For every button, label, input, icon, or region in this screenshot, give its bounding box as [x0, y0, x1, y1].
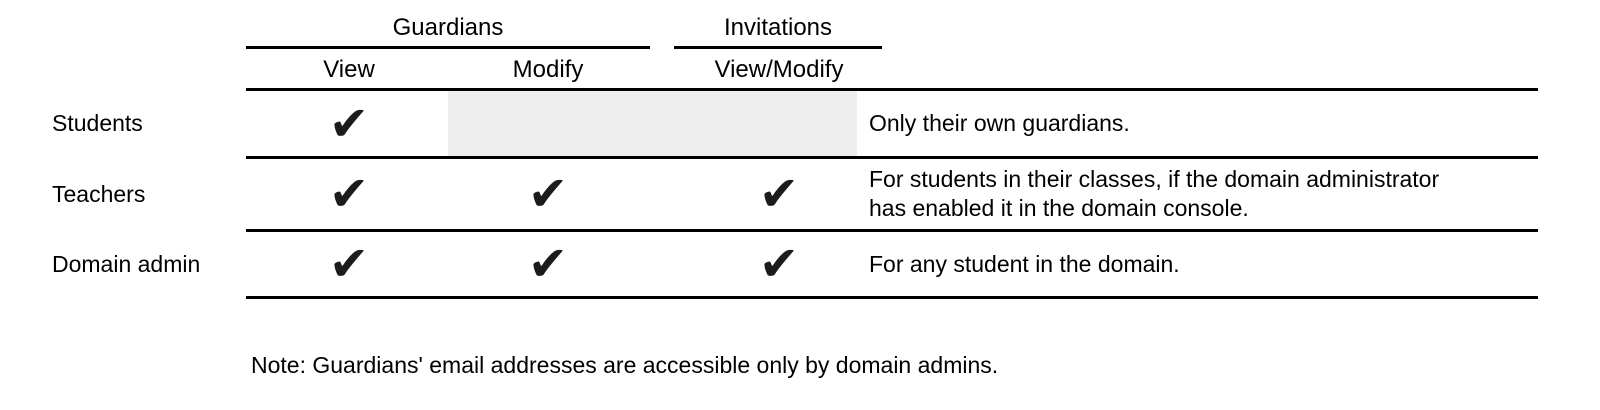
heavy-check-mark-icon: ✔	[527, 166, 569, 222]
header-bottom-rule	[246, 88, 1538, 91]
heavy-check-mark-icon: ✔	[328, 166, 370, 222]
row-label-teachers: Teachers	[52, 180, 146, 207]
note-domain-admin: For any student in the domain.	[869, 232, 1549, 296]
column-header-view-modify: View/Modify	[714, 56, 844, 83]
note-line: has enabled it in the domain console.	[869, 195, 1249, 221]
note-line: Only their own guardians.	[869, 110, 1130, 136]
column-header-view: View	[323, 56, 375, 83]
note-line: For any student in the domain.	[869, 250, 1180, 277]
note-line: For students in their classes, if the do…	[869, 166, 1440, 192]
column-group-guardians: Guardians	[392, 14, 504, 41]
heavy-check-mark-icon: ✔	[758, 166, 800, 222]
guardians-underline	[246, 46, 650, 49]
heavy-check-mark-icon: ✔	[527, 236, 569, 292]
note-teachers: For students in their classes, if the do…	[869, 159, 1549, 229]
invitations-underline	[674, 46, 882, 49]
footnote: Note: Guardians' email addresses are acc…	[251, 352, 999, 378]
note-students: Only their own guardians.	[869, 91, 1549, 156]
heavy-check-mark-icon: ✔	[328, 95, 370, 152]
teachers-row-rule	[246, 229, 1538, 232]
heavy-check-mark-icon: ✔	[758, 236, 800, 292]
column-group-invitations: Invitations	[723, 14, 833, 41]
row-label-students: Students	[52, 110, 143, 136]
domain-admin-row-rule	[246, 296, 1538, 299]
students-disabled-cell	[448, 91, 857, 156]
row-label-domain-admin: Domain admin	[52, 250, 201, 277]
column-header-modify: Modify	[512, 56, 584, 83]
heavy-check-mark-icon: ✔	[328, 236, 370, 292]
students-row-rule	[246, 156, 1538, 159]
